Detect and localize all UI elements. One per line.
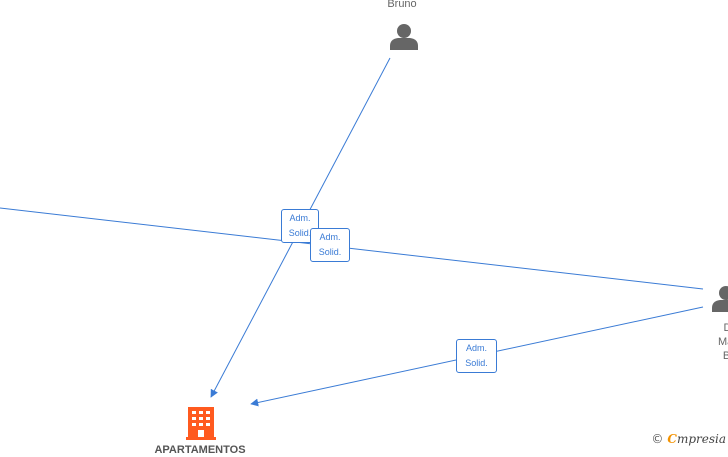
empresia-logo: ©Cmpresia <box>651 432 726 446</box>
company-name[interactable]: APARTAMENTOS <box>154 444 246 456</box>
edge-label-left-line1: Adm. <box>319 232 341 242</box>
building-icon[interactable] <box>186 407 216 440</box>
edge-label-top-line2: Solid. <box>288 228 312 238</box>
person-name-top[interactable]: Bruno <box>387 0 417 10</box>
edge-label-left: Adm. Solid. <box>310 228 350 262</box>
person-icon[interactable] <box>712 286 728 312</box>
person-name-right-line1: Dia <box>723 322 728 334</box>
person-name-right-line3: Bru <box>722 350 728 362</box>
edge-label-right: Adm. Solid. <box>456 339 497 373</box>
edge-label-right-line1: Adm. <box>465 343 487 353</box>
edge-label-left-line2: Solid. <box>318 247 342 257</box>
edge-line-left-person <box>0 207 704 290</box>
person-icon[interactable] <box>390 24 418 50</box>
person-name-right[interactable]: Dia Mart Bru <box>700 321 728 363</box>
brand-initial: C <box>667 432 677 446</box>
copyright-symbol: © <box>651 432 664 446</box>
edge-label-right-line2: Solid. <box>465 358 488 368</box>
edge-label-top-line1: Adm. <box>289 213 311 223</box>
brand-rest: mpresia <box>676 432 726 446</box>
person-name-right-line2: Mart <box>718 336 728 348</box>
